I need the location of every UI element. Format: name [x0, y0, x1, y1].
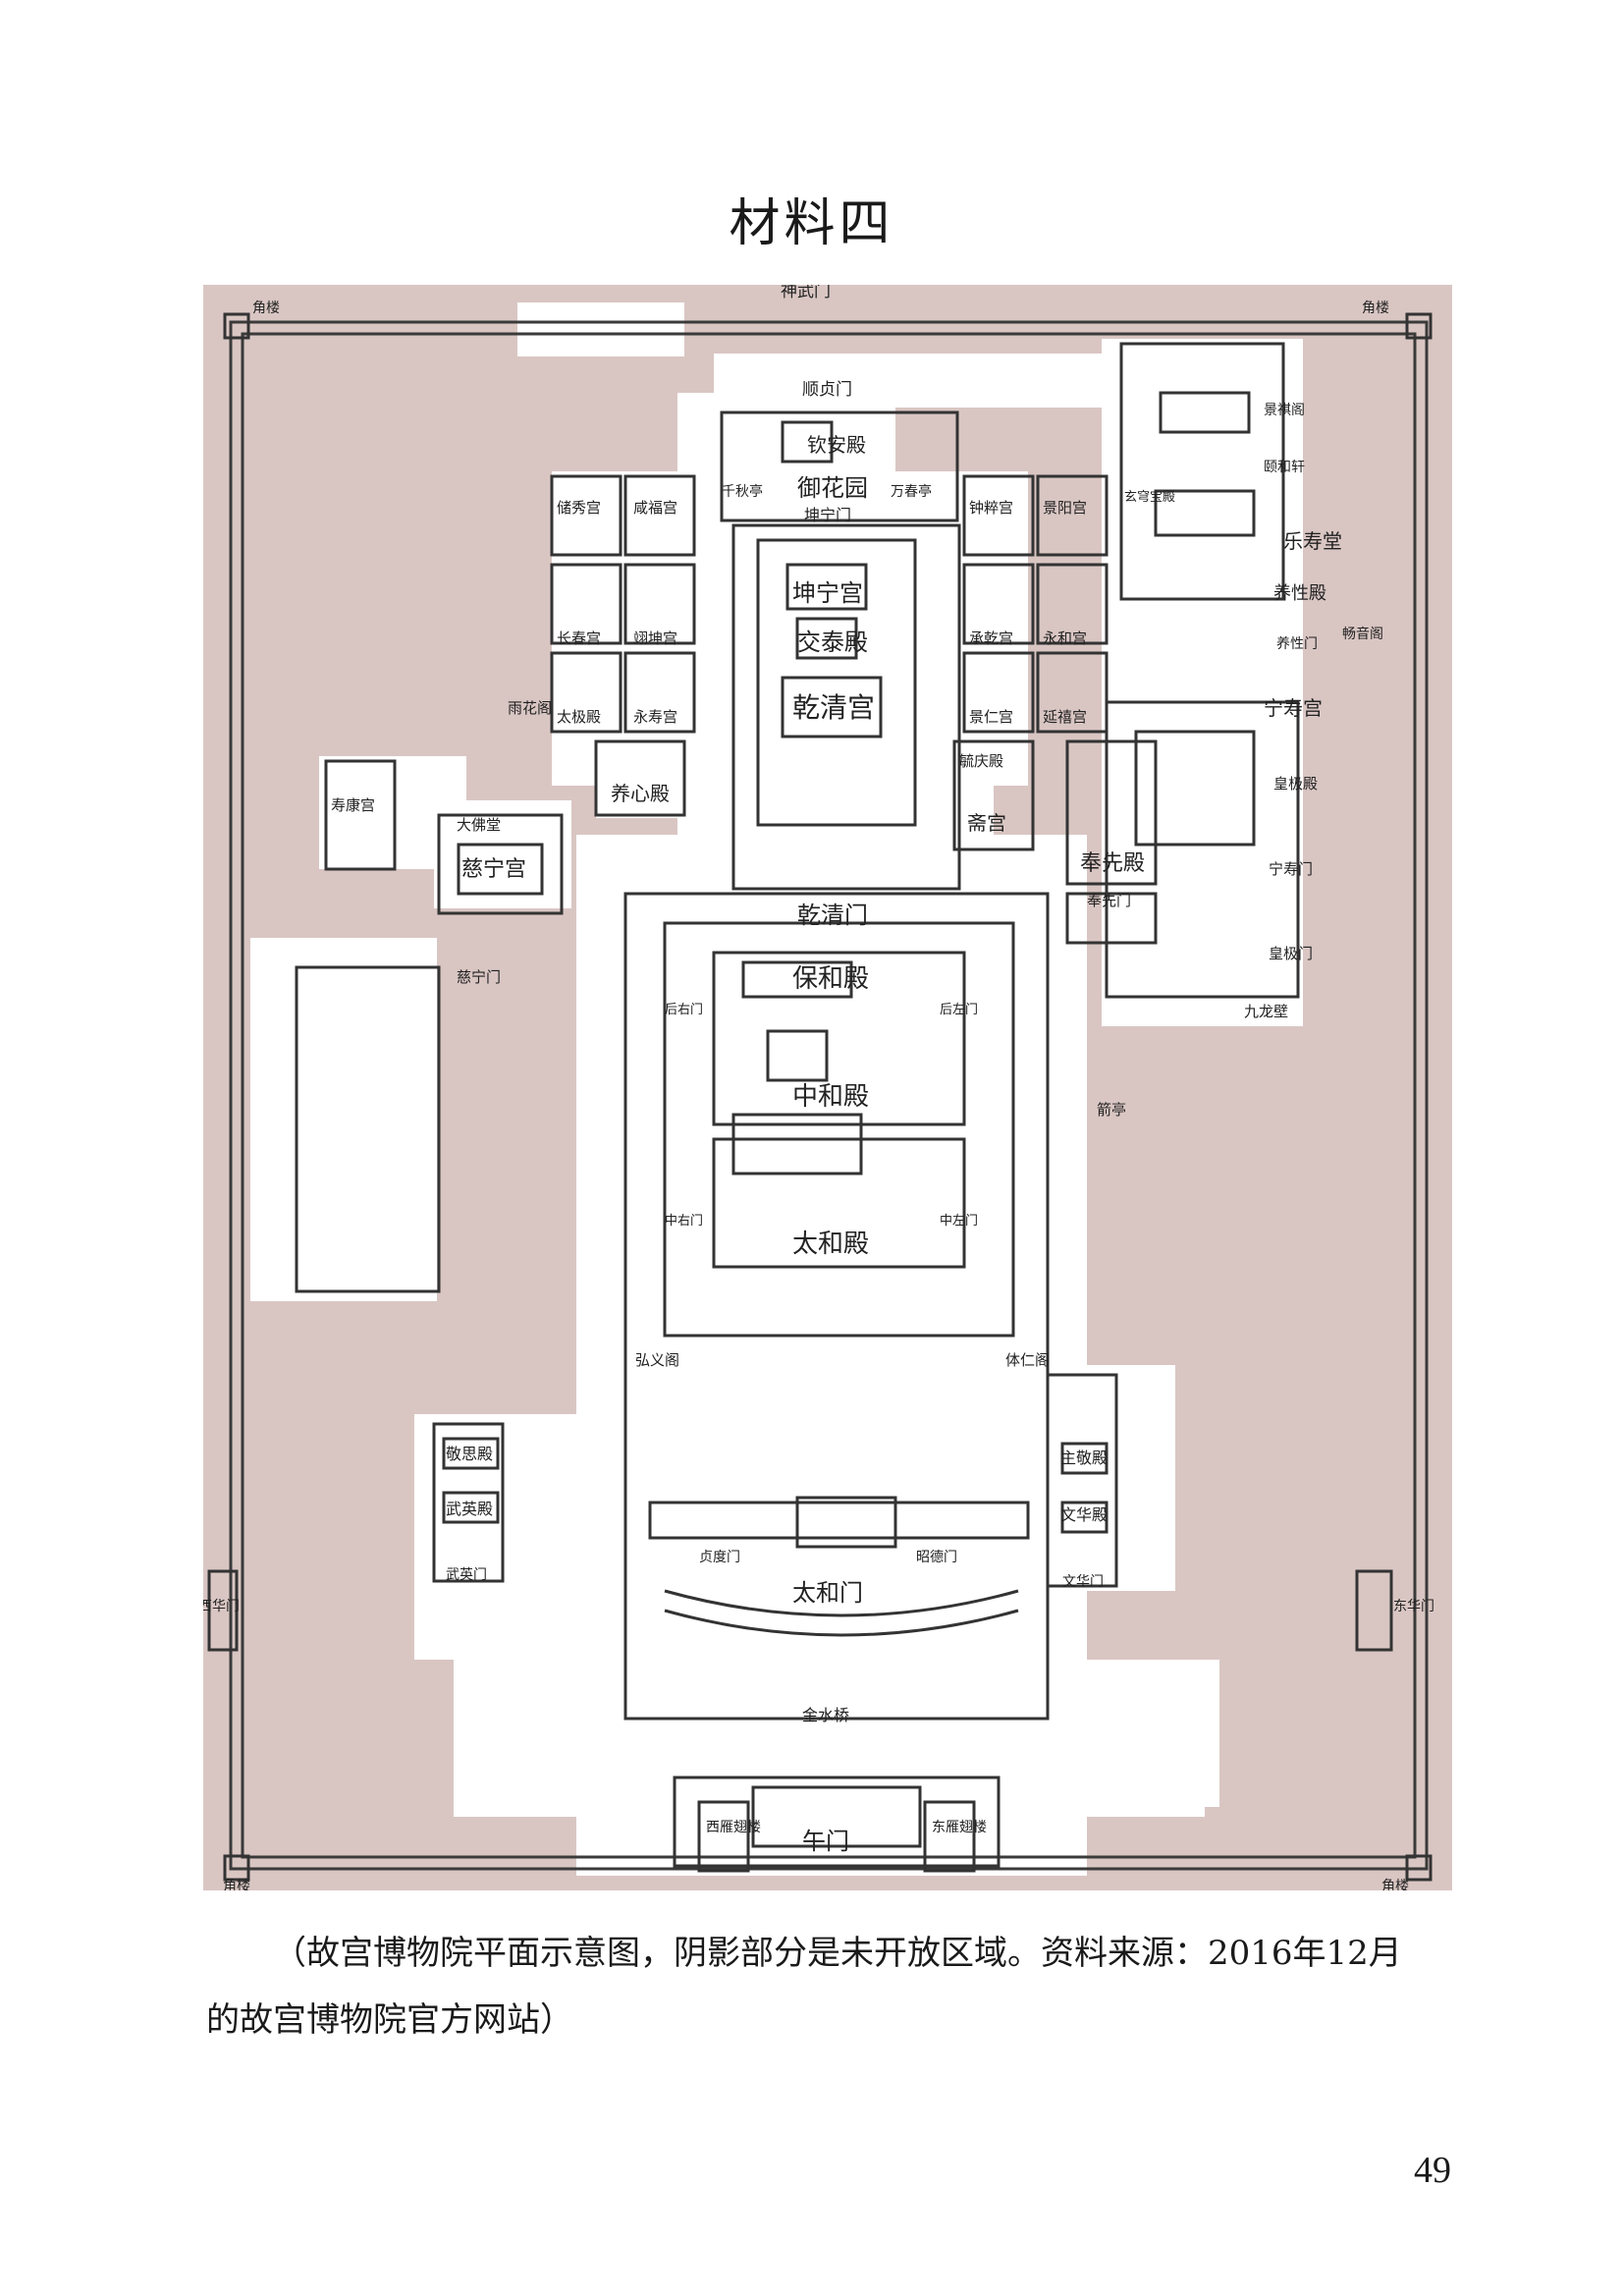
label-jiaolou-nw: 角楼: [252, 301, 280, 316]
label-zhaigong: 斋宫: [967, 811, 1006, 835]
label-changyinge: 畅音阁: [1342, 626, 1383, 642]
caption-line-2: 的故宫博物院官方网站）: [206, 2000, 573, 2040]
label-jingrengong: 景仁宫: [969, 708, 1013, 726]
label-ningshougong: 宁寿宫: [1264, 696, 1323, 720]
palace-walls: [229, 320, 1429, 1871]
label-zhongcuigong: 钟粹宫: [969, 499, 1013, 517]
label-ningshoumen: 宁寿门: [1269, 860, 1313, 878]
label-zhujingdian: 主敬殿: [1060, 1449, 1108, 1467]
label-taihedian: 太和殿: [792, 1230, 869, 1259]
page-title: 材料四: [729, 194, 894, 253]
label-zhonghedian: 中和殿: [792, 1082, 869, 1112]
label-yangxindian: 养心殿: [611, 782, 670, 805]
label-yongshougong: 永寿宫: [633, 708, 677, 726]
label-yangxingdian: 养性殿: [1273, 583, 1326, 604]
label-wuyingmen: 武英门: [446, 1566, 487, 1583]
label-zhongyoumen: 中右门: [665, 1214, 703, 1229]
label-yangxingmen: 养性门: [1276, 636, 1318, 652]
label-zhongzuomen: 中左门: [940, 1214, 978, 1229]
label-jiulongbi: 九龙壁: [1244, 1003, 1288, 1020]
label-chuxiugong: 储秀宫: [557, 499, 601, 517]
label-jiaolou-se: 角楼: [1381, 1879, 1409, 1890]
label-yuhuage: 雨花阁: [508, 699, 552, 717]
label-qinandian: 钦安殿: [807, 433, 866, 457]
label-huangjidian: 皇极殿: [1273, 775, 1318, 793]
label-baohedian: 保和殿: [792, 964, 869, 994]
label-changchungong: 长春宫: [557, 629, 601, 647]
label-chengqiangong: 承乾宫: [969, 629, 1013, 647]
label-qianqiuting: 千秋亭: [722, 483, 763, 500]
label-yanxigong: 延禧宫: [1043, 708, 1087, 726]
label-qianqingmen: 乾清门: [797, 902, 868, 929]
label-donghuamen: 东华门: [1393, 1599, 1434, 1614]
figure-caption: （故宫博物院平面示意图，阴影部分是未开放区域。资料来源：2016年12月 的故宫…: [206, 1920, 1451, 2053]
label-tirenge: 体仁阁: [1005, 1351, 1050, 1369]
label-wusidian: 敬思殿: [446, 1445, 493, 1463]
label-xiyanchilou: 西雁翅楼: [706, 1820, 761, 1835]
label-ciningmen: 慈宁门: [457, 968, 501, 986]
label-yuhuayuan: 御花园: [797, 474, 868, 502]
label-cininggong: 慈宁宫: [461, 857, 526, 882]
label-jiaolou-ne: 角楼: [1362, 301, 1389, 316]
label-yuqingdian: 毓庆殿: [959, 752, 1003, 770]
label-wuyingdian: 武英殿: [446, 1500, 493, 1518]
label-shenwumen: 神武门: [781, 285, 831, 301]
label-qianqinggong: 乾清宫: [792, 691, 875, 724]
label-wumen: 午门: [802, 1828, 849, 1855]
label-wenhuamen: 文华门: [1062, 1574, 1104, 1590]
label-dongyanchilou: 东雁翅楼: [932, 1820, 987, 1835]
label-zhendumen: 贞度门: [699, 1549, 740, 1565]
label-xihuamen: 西华门: [203, 1599, 240, 1614]
label-xianfugong: 咸福宫: [633, 499, 677, 517]
label-yonghegong: 永和宫: [1043, 629, 1087, 647]
label-jiaolou-sw: 角楼: [223, 1879, 250, 1890]
label-dafotang: 大佛堂: [457, 816, 501, 834]
label-fengxianmen: 奉先门: [1087, 892, 1131, 909]
label-yihegong: 颐和轩: [1264, 460, 1305, 475]
label-wanchunting: 万春亭: [891, 483, 932, 500]
page-number: 49: [1414, 2150, 1451, 2191]
label-yikungong: 翊坤宫: [633, 629, 677, 647]
label-wenhuadian: 文华殿: [1060, 1505, 1108, 1524]
label-jiaotaidian: 交泰殿: [797, 629, 868, 656]
label-kunningmen: 坤宁门: [804, 506, 851, 524]
label-zhenxian: 箭亭: [1097, 1101, 1126, 1119]
label-fengxiandian: 奉先殿: [1080, 851, 1145, 876]
label-leshoutang: 乐寿堂: [1283, 529, 1342, 553]
label-hongyige: 弘义阁: [635, 1351, 679, 1369]
label-zhaodemen: 昭德门: [916, 1550, 957, 1565]
label-xuanqiongbaodian: 玄穹宝殿: [1124, 489, 1175, 505]
label-kunninggong: 坤宁宫: [792, 579, 863, 607]
label-houyoumen: 后右门: [665, 1003, 703, 1017]
label-taihemen: 太和门: [792, 1579, 863, 1607]
palace-museum-map: 神武门 顺贞门 钦安殿 御花园 千秋亭 万春亭 坤宁门 坤宁宫 交泰殿 乾清宫 …: [203, 285, 1452, 1890]
label-jinshuiqiao: 金水桥: [802, 1706, 849, 1724]
label-jingyanggong: 景阳宫: [1043, 499, 1087, 517]
label-taijidian: 太极殿: [557, 708, 601, 726]
label-huangjimen: 皇极门: [1269, 945, 1313, 962]
label-houzuomen: 后左门: [940, 1003, 978, 1017]
label-jingqige: 景祺阁: [1264, 403, 1305, 418]
label-shunzhenmen: 顺贞门: [802, 380, 852, 400]
label-shoukanggong: 寿康宫: [331, 796, 375, 814]
caption-line-1: （故宫博物院平面示意图，阴影部分是未开放区域。资料来源：2016年12月: [273, 1934, 1402, 1973]
